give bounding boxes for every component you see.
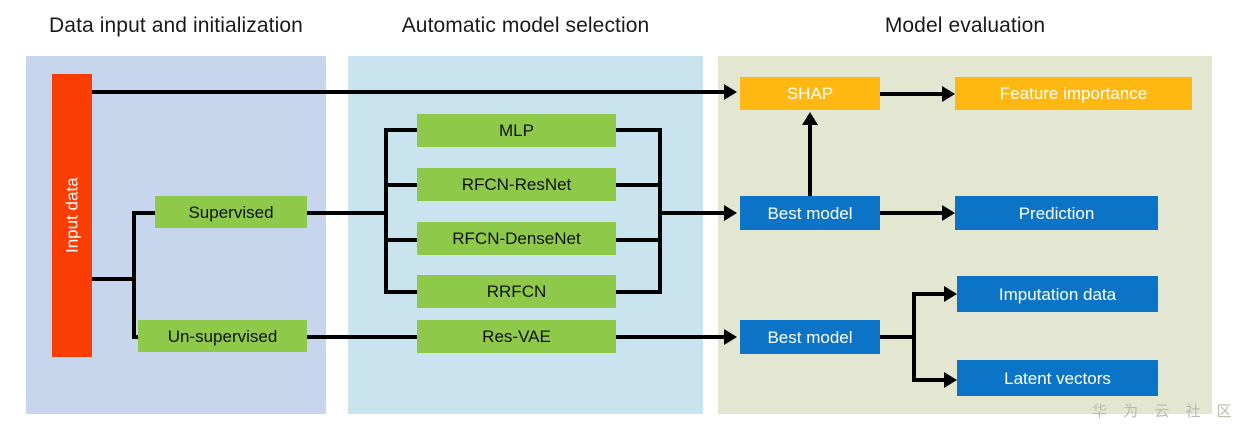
connector-bracket-right-from-rrfcn xyxy=(616,290,662,294)
connector-bracket-right-from-rfcn-densenet xyxy=(616,238,662,242)
node-model-mlp[interactable]: MLP xyxy=(417,114,616,147)
connector-best-model-to-shap xyxy=(808,124,812,196)
node-best-model-supervised[interactable]: Best model xyxy=(740,196,880,230)
arrowhead-resvae-to-best-model xyxy=(724,329,737,345)
connector-resvae-to-best-model xyxy=(616,335,724,339)
node-prediction[interactable]: Prediction xyxy=(955,196,1158,230)
connector-bracket-right-from-mlp xyxy=(616,128,662,132)
panel-model-evaluation xyxy=(718,56,1212,414)
connector-input-stub xyxy=(92,277,136,281)
arrowhead-best-model-to-prediction xyxy=(942,205,955,221)
connector-bracket-left-to-rfcn-resnet xyxy=(384,183,419,187)
node-model-res-vae[interactable]: Res-VAE xyxy=(417,320,616,353)
node-model-rrfcn[interactable]: RRFCN xyxy=(417,275,616,308)
connector-models-to-best-model xyxy=(658,211,724,215)
connector-branch-vertical xyxy=(132,211,136,339)
panel-title-model-evaluation: Model evaluation xyxy=(884,14,1046,37)
node-best-model-unsupervised[interactable]: Best model xyxy=(740,320,880,354)
connector-output-split-vertical xyxy=(912,292,916,382)
connector-bracket-left-to-rrfcn xyxy=(384,290,419,294)
node-latent-vectors[interactable]: Latent vectors xyxy=(957,360,1158,396)
connector-best-model-to-prediction xyxy=(880,211,942,215)
panel-title-model-selection: Automatic model selection xyxy=(401,14,650,37)
arrowhead-shap-to-feature-importance xyxy=(942,86,955,102)
panel-title-data-input: Data input and initialization xyxy=(49,14,303,37)
connector-bracket-left-to-mlp xyxy=(384,128,419,132)
connector-split-to-imputation xyxy=(912,292,944,296)
connector-best-model-unsup-out xyxy=(880,335,916,339)
node-unsupervised[interactable]: Un-supervised xyxy=(138,320,307,352)
connector-bracket-left-to-rfcn-densenet xyxy=(384,238,419,242)
connector-input-to-shap xyxy=(92,90,724,94)
arrowhead-models-to-best-model xyxy=(724,205,737,221)
connector-model-bracket-left-vertical xyxy=(384,128,388,294)
watermark-text: 华 为 云 社 区 xyxy=(1092,403,1238,420)
node-input-data[interactable]: Input data xyxy=(52,74,92,357)
node-supervised[interactable]: Supervised xyxy=(155,196,307,228)
node-model-rfcn-densenet[interactable]: RFCN-DenseNet xyxy=(417,222,616,255)
connector-branch-to-supervised xyxy=(132,211,158,215)
connector-unsupervised-to-resvae xyxy=(305,335,419,339)
connector-supervised-out xyxy=(305,211,388,215)
arrowhead-split-to-imputation xyxy=(944,286,957,302)
node-feature-importance[interactable]: Feature importance xyxy=(955,77,1192,110)
arrowhead-split-to-latent xyxy=(944,372,957,388)
connector-split-to-latent xyxy=(912,378,944,382)
node-model-rfcn-resnet[interactable]: RFCN-ResNet xyxy=(417,168,616,201)
arrowhead-best-model-to-shap xyxy=(802,112,818,125)
arrowhead-input-to-shap xyxy=(724,84,737,100)
connector-bracket-right-from-rfcn-resnet xyxy=(616,183,662,187)
node-imputation-data[interactable]: Imputation data xyxy=(957,276,1158,312)
node-shap[interactable]: SHAP xyxy=(740,77,880,110)
connector-shap-to-feature-importance xyxy=(880,92,942,96)
